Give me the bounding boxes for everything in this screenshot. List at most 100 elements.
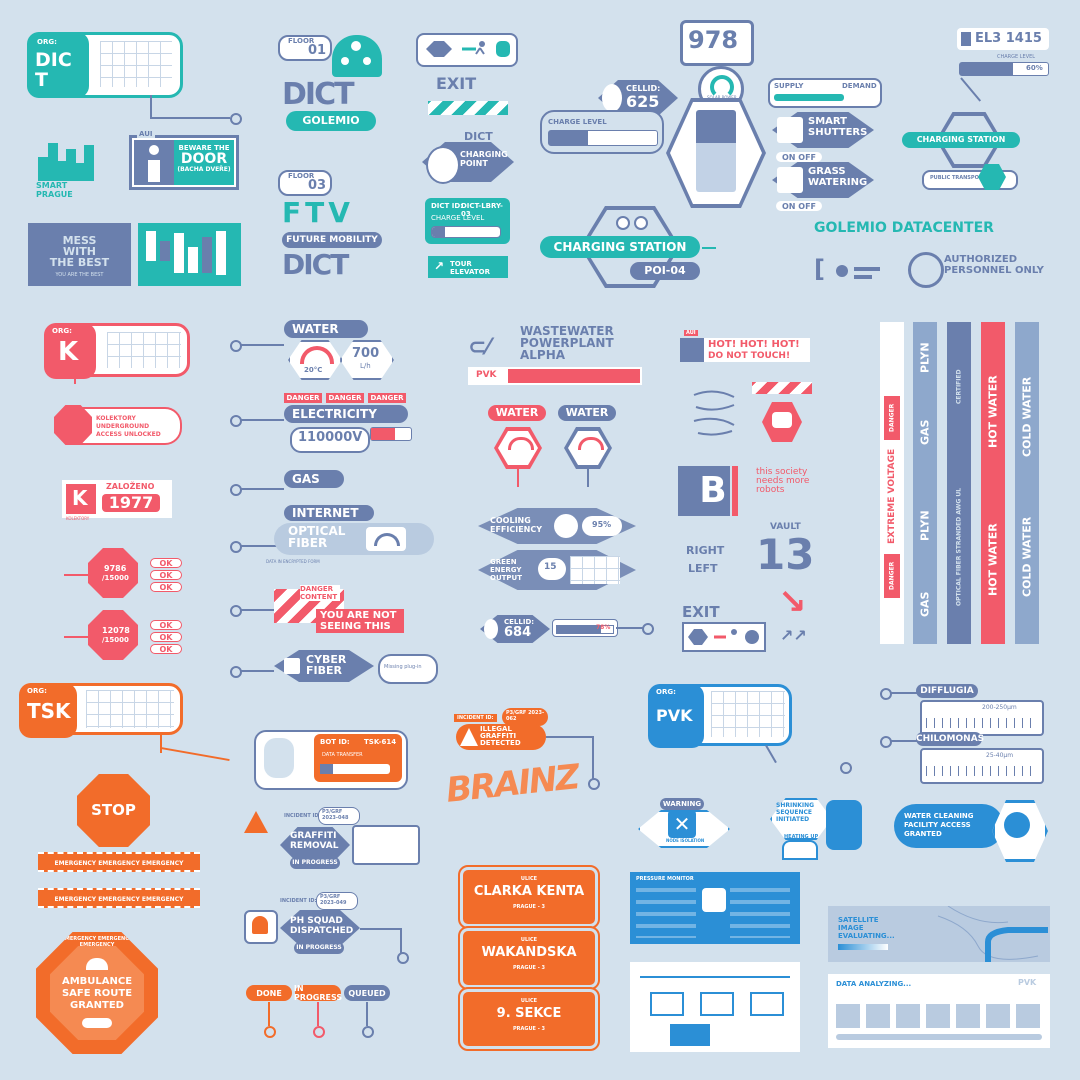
chilomonas-label: CHILOMONAS: [916, 732, 985, 746]
el-card: EL3 1415 CHARGE LEVEL 60%: [957, 28, 1049, 78]
green-value: 15: [544, 562, 557, 572]
water-gauge-label: WATER: [558, 405, 616, 421]
el-code: EL3 1415: [975, 31, 1042, 46]
stop-sign: STOP: [77, 774, 150, 847]
zalozeno-label: ZALOŽENO: [106, 482, 155, 491]
ph-squad: INCIDENT ID: P3/GRF 2023-049 PH SQUAD DI…: [240, 890, 420, 964]
internet-label: INTERNET: [284, 505, 374, 521]
floor-label: FLOOR: [288, 172, 315, 180]
analyzing-panel: DATA ANALYZING... PVK: [828, 974, 1050, 1048]
year: 1977: [102, 494, 160, 512]
mess-sub: YOU ARE THE BEST: [55, 272, 104, 278]
col-gas: PLYN GAS PLYN GAS: [913, 322, 937, 644]
poi-label: POI-04: [630, 262, 700, 280]
water-gauge-label: WATER: [488, 405, 546, 421]
missing-plugin[interactable]: Missing plug-in: [384, 664, 422, 670]
water-gauge-b: WATER: [558, 405, 618, 490]
pvk-card: ORG: PVK: [648, 684, 792, 748]
tour-elevator[interactable]: ↗ TOUR ELEVATOR: [428, 256, 508, 278]
cellid2-panel: CELLID: 684 78%: [480, 615, 654, 645]
pixel-chart: [138, 223, 241, 286]
plug-icon: [284, 658, 300, 674]
status-in-progress[interactable]: IN PROGRESS: [293, 984, 343, 1002]
el-pct: 60%: [1026, 64, 1043, 72]
status-queued[interactable]: QUEUED: [344, 985, 390, 1001]
floor3-sign: FLOOR 03 FTV FUTURE MOBILITY DICT: [278, 170, 388, 281]
ambulance-badge: EMERGENCY EMERGENCY EMERGENCY AMBULANCE …: [36, 932, 158, 1054]
smart-prague-logo: SMART PRAGUE: [36, 137, 96, 199]
org-label: ORG:: [37, 38, 57, 46]
shutters-on[interactable]: ON: [781, 152, 796, 162]
bruce-wayne-logo: [690, 375, 740, 445]
library-id: DICT-LBRY-03: [461, 202, 503, 218]
beware-line1: BEWARE THE: [178, 144, 230, 152]
satellite-label: SATELLITE IMAGE EVALUATING...: [838, 916, 895, 940]
difflugia-panel: DIFFLUGIA 200-250μm: [880, 684, 1045, 736]
shutters-off[interactable]: OFF: [798, 152, 817, 162]
society-text: this society needs more robots: [756, 467, 810, 495]
electricity-panel: DANGER DANGER DANGER ELECTRICITY 110000V: [230, 393, 420, 455]
dict-logo: DICT: [35, 49, 72, 91]
incident-id: P3/GRF 2023-062: [506, 710, 545, 722]
cellid2-bar: [556, 625, 614, 634]
pvk-logo: PVK: [656, 706, 693, 725]
hub-widget: 978 SOLAR POWER CELLID: 625 CHARGE LEVEL…: [540, 20, 885, 211]
no-entry-icon: [908, 252, 944, 288]
ok-1: OK: [150, 558, 182, 568]
kolektory-brand: KOLEKTORY: [66, 516, 90, 521]
danger-content: DANGER CONTENT YOU ARE NOT SEEING THIS: [230, 585, 410, 637]
library-charge-card: DICT ID: DICT-LBRY-03 CHARGE LEVEL 19%: [425, 198, 510, 244]
hot-sign: AUI HOT! HOT! HOT! DO NOT TOUCH!: [680, 330, 812, 364]
ftv-logo: FTV: [282, 196, 354, 229]
ulice: ULICE: [520, 937, 538, 943]
incident-label: INCIDENT ID:: [454, 714, 497, 722]
gauge-value: 12078: [102, 626, 130, 635]
warning-icon: [244, 811, 268, 833]
cooling-label: COOLING EFFICIENCY: [490, 516, 543, 534]
ai-badge: AUI: [684, 330, 698, 336]
facility-icon: [1004, 812, 1030, 838]
grass-on[interactable]: ON: [781, 201, 796, 211]
org-label: ORG:: [52, 327, 72, 335]
ulice: ULICE: [520, 998, 538, 1004]
street-name: WAKANDSKA: [481, 945, 577, 960]
incident-label: INCIDENT ID:: [284, 813, 321, 819]
ambulance-l3: GRANTED: [70, 1000, 124, 1011]
golemio-label: GOLEMIO: [286, 111, 376, 131]
extreme-voltage-label: EXTREME VOLTAGE: [887, 448, 897, 544]
exit-label: EXIT: [436, 74, 477, 93]
graffiti-detected-label: ILLEGAL GRAFFITI DETECTED: [480, 725, 521, 747]
org-label: ORG:: [27, 687, 47, 695]
skyline-icon: [38, 143, 94, 181]
status-done[interactable]: DONE: [246, 985, 292, 1001]
robot-head-icon: [762, 402, 802, 442]
difflugia-range: 200-250μm: [982, 704, 1017, 711]
bot-bar: [320, 764, 390, 774]
left-label: LEFT: [688, 562, 718, 575]
chilomonas-panel: CHILOMONAS 25-40μm: [880, 732, 1045, 784]
gauge-value: 9786: [104, 564, 127, 573]
electricity-label: ELECTRICITY: [284, 405, 408, 423]
bot-pct: 18%: [344, 765, 361, 773]
graffiti-thumb: [352, 825, 420, 865]
access-text: KOLEKTORY UNDERGROUND ACCESS UNLOCKED: [96, 415, 161, 438]
charge-label: CHARGE LEVEL: [431, 214, 485, 222]
danger-label: DANGER: [884, 396, 900, 440]
green-chart: [570, 556, 620, 584]
internet-note: DATA IN ENCRYPTED FORM: [266, 559, 320, 564]
bus-icon: [978, 164, 1006, 190]
cold-water-b: COLD WATER: [1020, 516, 1034, 598]
datacenter-title: GOLEMIO DATACENTER: [814, 220, 994, 236]
ok-2: OK: [150, 570, 182, 580]
grass-off[interactable]: OFF: [798, 201, 817, 211]
bot-id: TSK-614: [364, 738, 397, 746]
water-label: WATER: [284, 320, 368, 338]
emergency-strip-2: EMERGENCY EMERGENCY EMERGENCY: [38, 888, 200, 908]
street-city: PRAGUE - 3: [513, 904, 545, 910]
beware-line2: DOOR: [180, 151, 228, 167]
col-hot-water: HOT WATER HOT WATER: [981, 322, 1005, 644]
pressure-label: PRESSURE MONITOR: [636, 876, 694, 882]
robot-icon: [826, 800, 862, 850]
vault-sign: VAULT 13 RIGHT LEFT ↘ ↗↗: [684, 520, 824, 650]
danger-1: DANGER: [284, 393, 322, 403]
